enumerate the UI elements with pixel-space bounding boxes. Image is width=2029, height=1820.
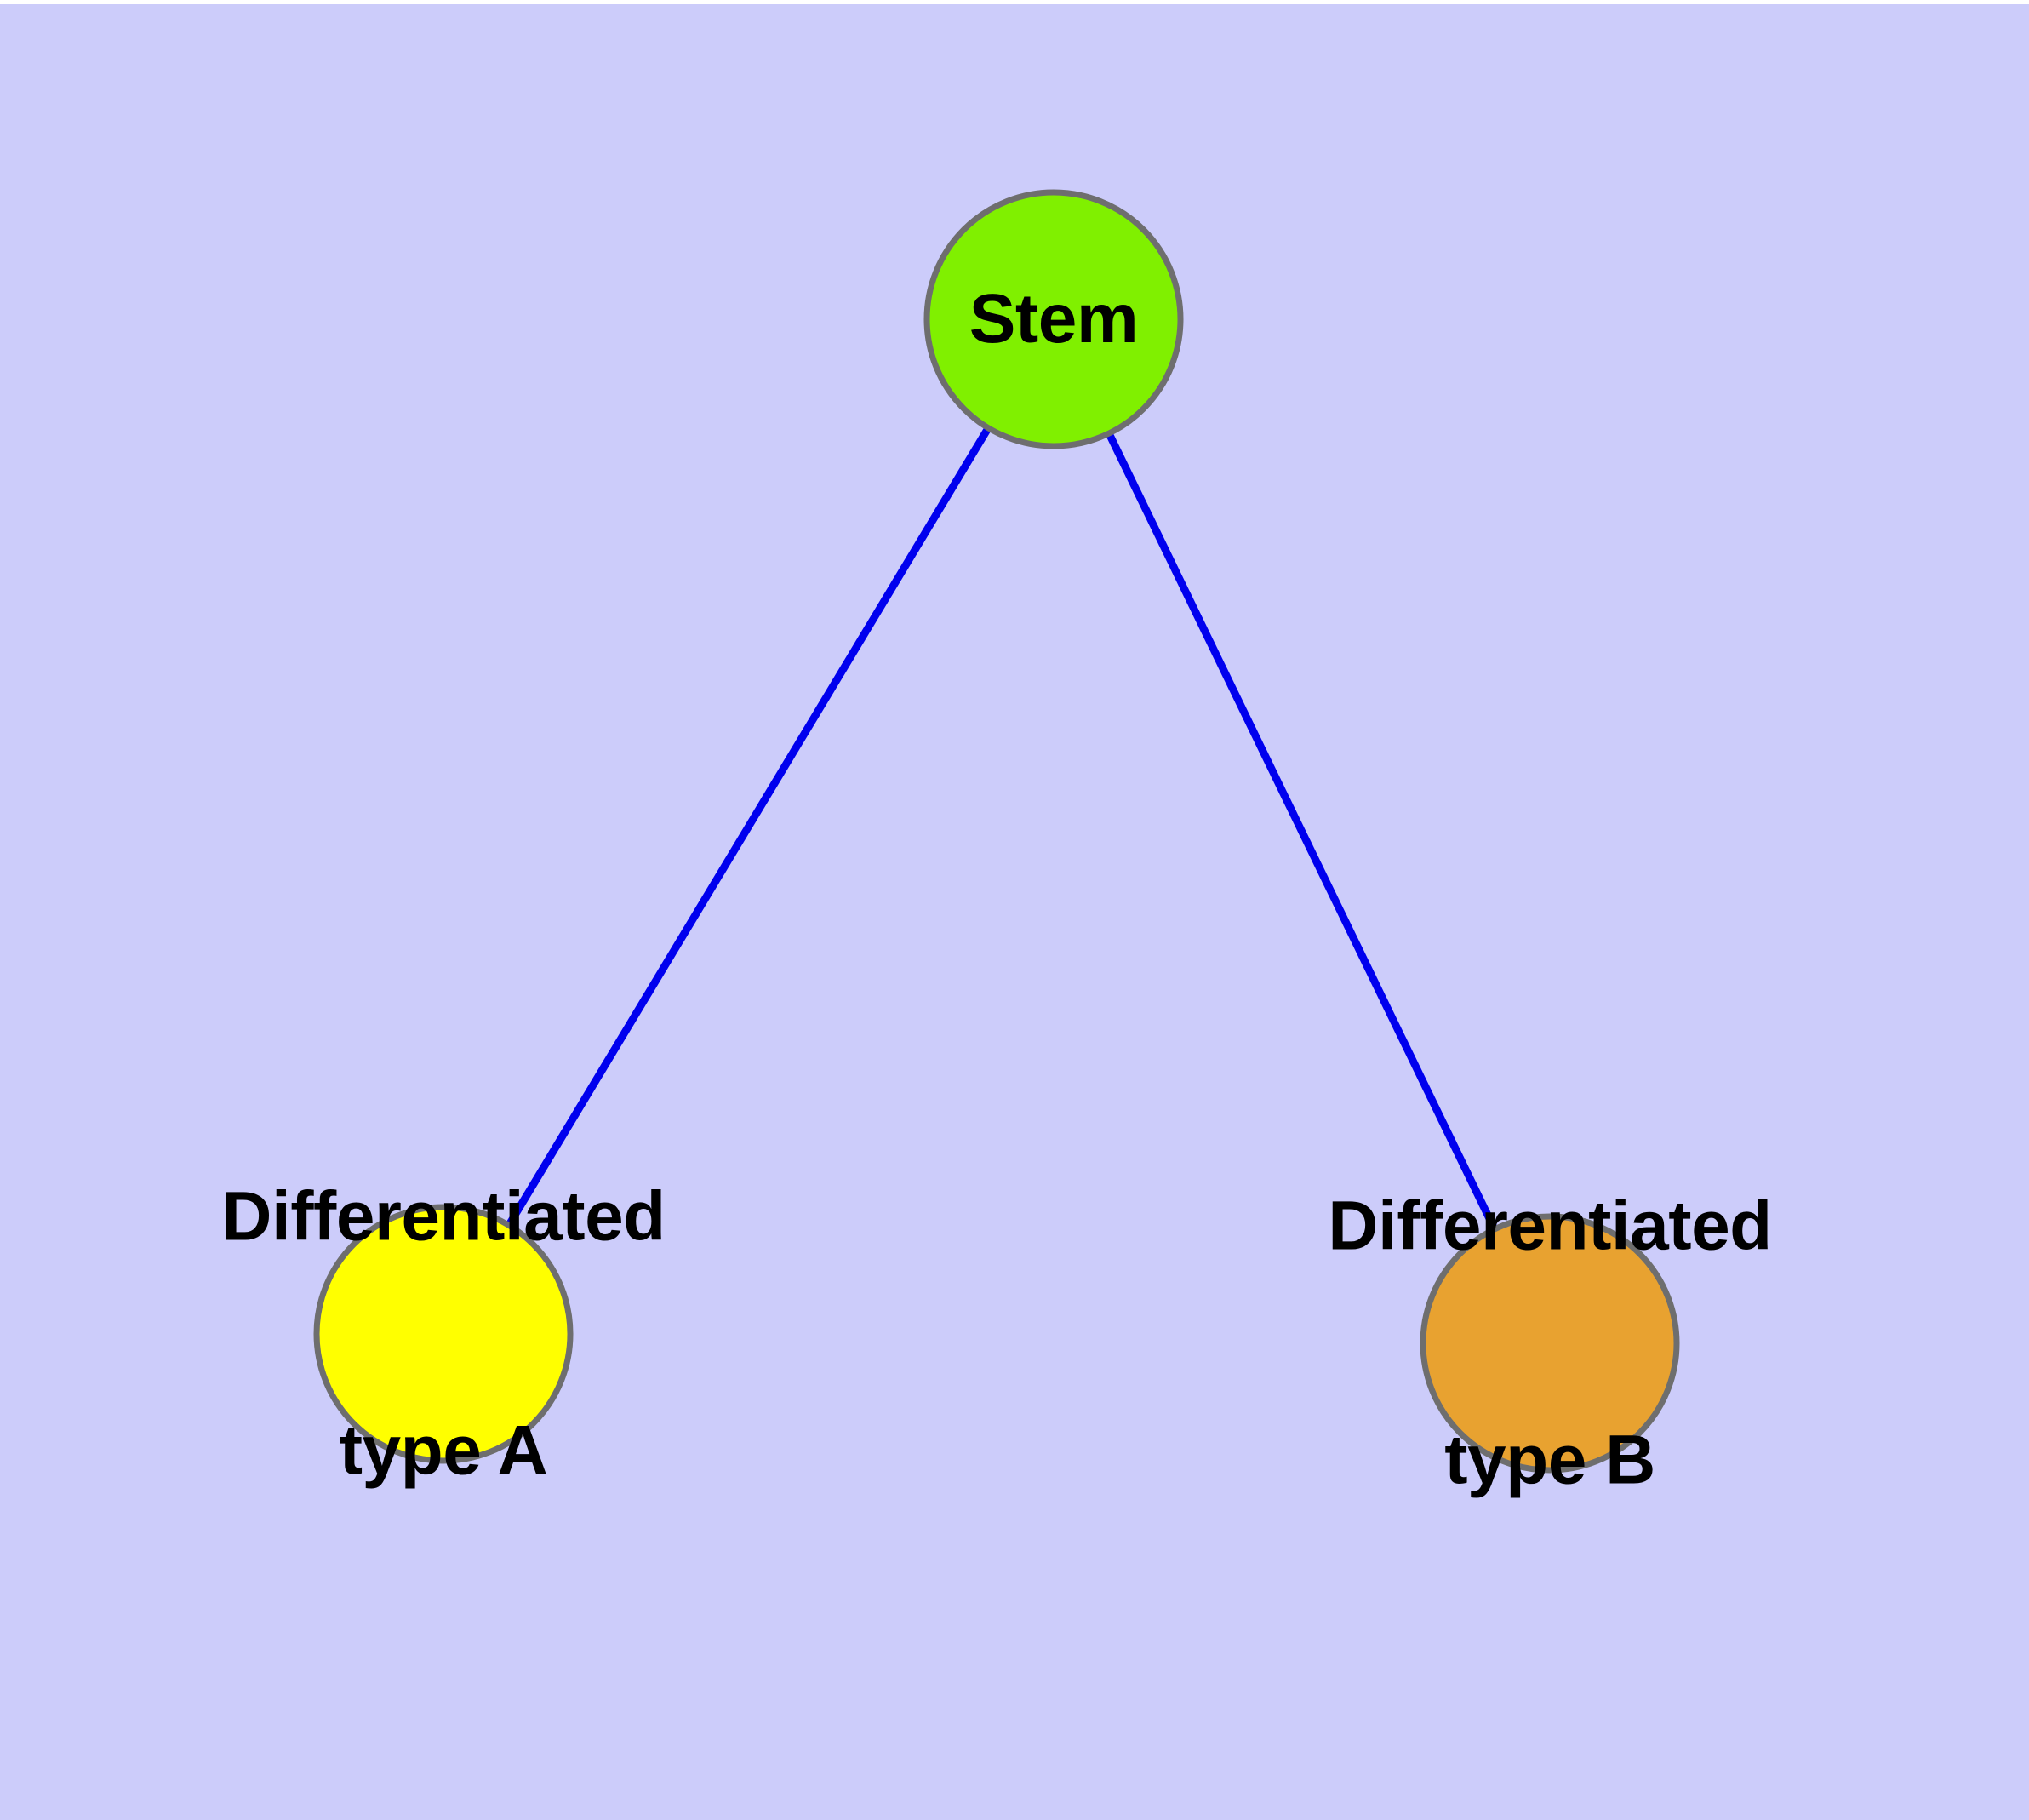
node-layer <box>313 189 1680 1474</box>
node-differentiated-type-b[interactable] <box>1420 1213 1680 1474</box>
edge-stem-to-differentiated-type-a[interactable] <box>440 317 1057 1336</box>
diagram-plot-area: Stem Differentiated type A Differentiate… <box>0 4 2029 1820</box>
node-differentiated-type-a[interactable] <box>313 1204 574 1464</box>
edge-stem-to-differentiated-type-b[interactable] <box>1049 318 1554 1345</box>
graph-svg <box>313 189 1680 1474</box>
edge-layer <box>440 317 1554 1345</box>
node-stem[interactable] <box>923 189 1184 449</box>
